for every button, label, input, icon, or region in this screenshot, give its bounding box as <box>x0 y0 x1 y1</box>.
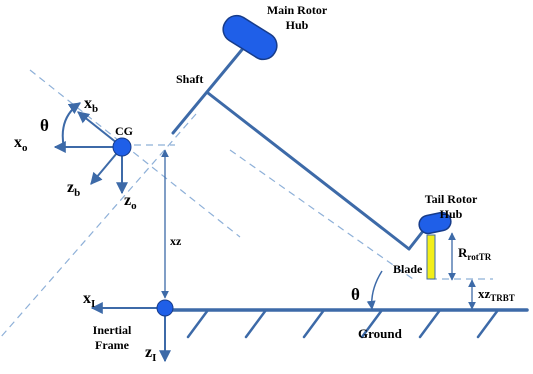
tail-rotor-hub <box>418 211 452 235</box>
helicopter-structure <box>171 38 433 251</box>
tail-rotor-blade <box>426 234 436 280</box>
ground-hatches <box>186 308 500 339</box>
inertial-frame-label-line1: Inertial <box>93 323 132 337</box>
inertial-frame-label-line2: Frame <box>95 338 130 352</box>
ground-label: Ground <box>358 326 403 341</box>
zo-label: zo <box>124 192 137 212</box>
theta-ground-arc <box>366 270 383 310</box>
xz-trbt-label: xzTRBT <box>478 286 515 303</box>
xo-label: xo <box>14 134 28 154</box>
theta-body-arc <box>61 102 81 149</box>
inertial-frame-axes <box>90 302 171 363</box>
labels: Main Rotor Hub Shaft CG θ xb xo zb zo xz… <box>14 3 515 364</box>
dashed-reference-lines <box>0 69 493 339</box>
xi-label: xI <box>83 290 95 310</box>
main-rotor-hub <box>222 14 278 61</box>
tail-rotor-hub-label-line2: Hub <box>440 207 463 221</box>
shaft <box>171 38 252 135</box>
xz-label: xz <box>170 234 182 248</box>
zi-label: zI <box>145 344 156 364</box>
main-rotor-hub-label-line2: Hub <box>286 18 309 32</box>
tail-boom <box>206 91 411 251</box>
inertial-origin-point <box>156 299 174 317</box>
shaft-label: Shaft <box>176 72 203 86</box>
cg-label: CG <box>115 124 133 138</box>
main-rotor-hub-label-line1: Main Rotor <box>267 3 328 17</box>
theta-body-label: θ <box>40 116 49 135</box>
tail-rotor-hub-label-line1: Tail Rotor <box>425 192 478 206</box>
cg-point <box>112 137 132 157</box>
theta-ground-label: θ <box>351 285 360 304</box>
blade-label: Blade <box>393 262 423 276</box>
r-rot-tr-label: RrotTR <box>458 245 492 262</box>
xb-label: xb <box>84 95 98 115</box>
zb-label: zb <box>67 179 80 199</box>
